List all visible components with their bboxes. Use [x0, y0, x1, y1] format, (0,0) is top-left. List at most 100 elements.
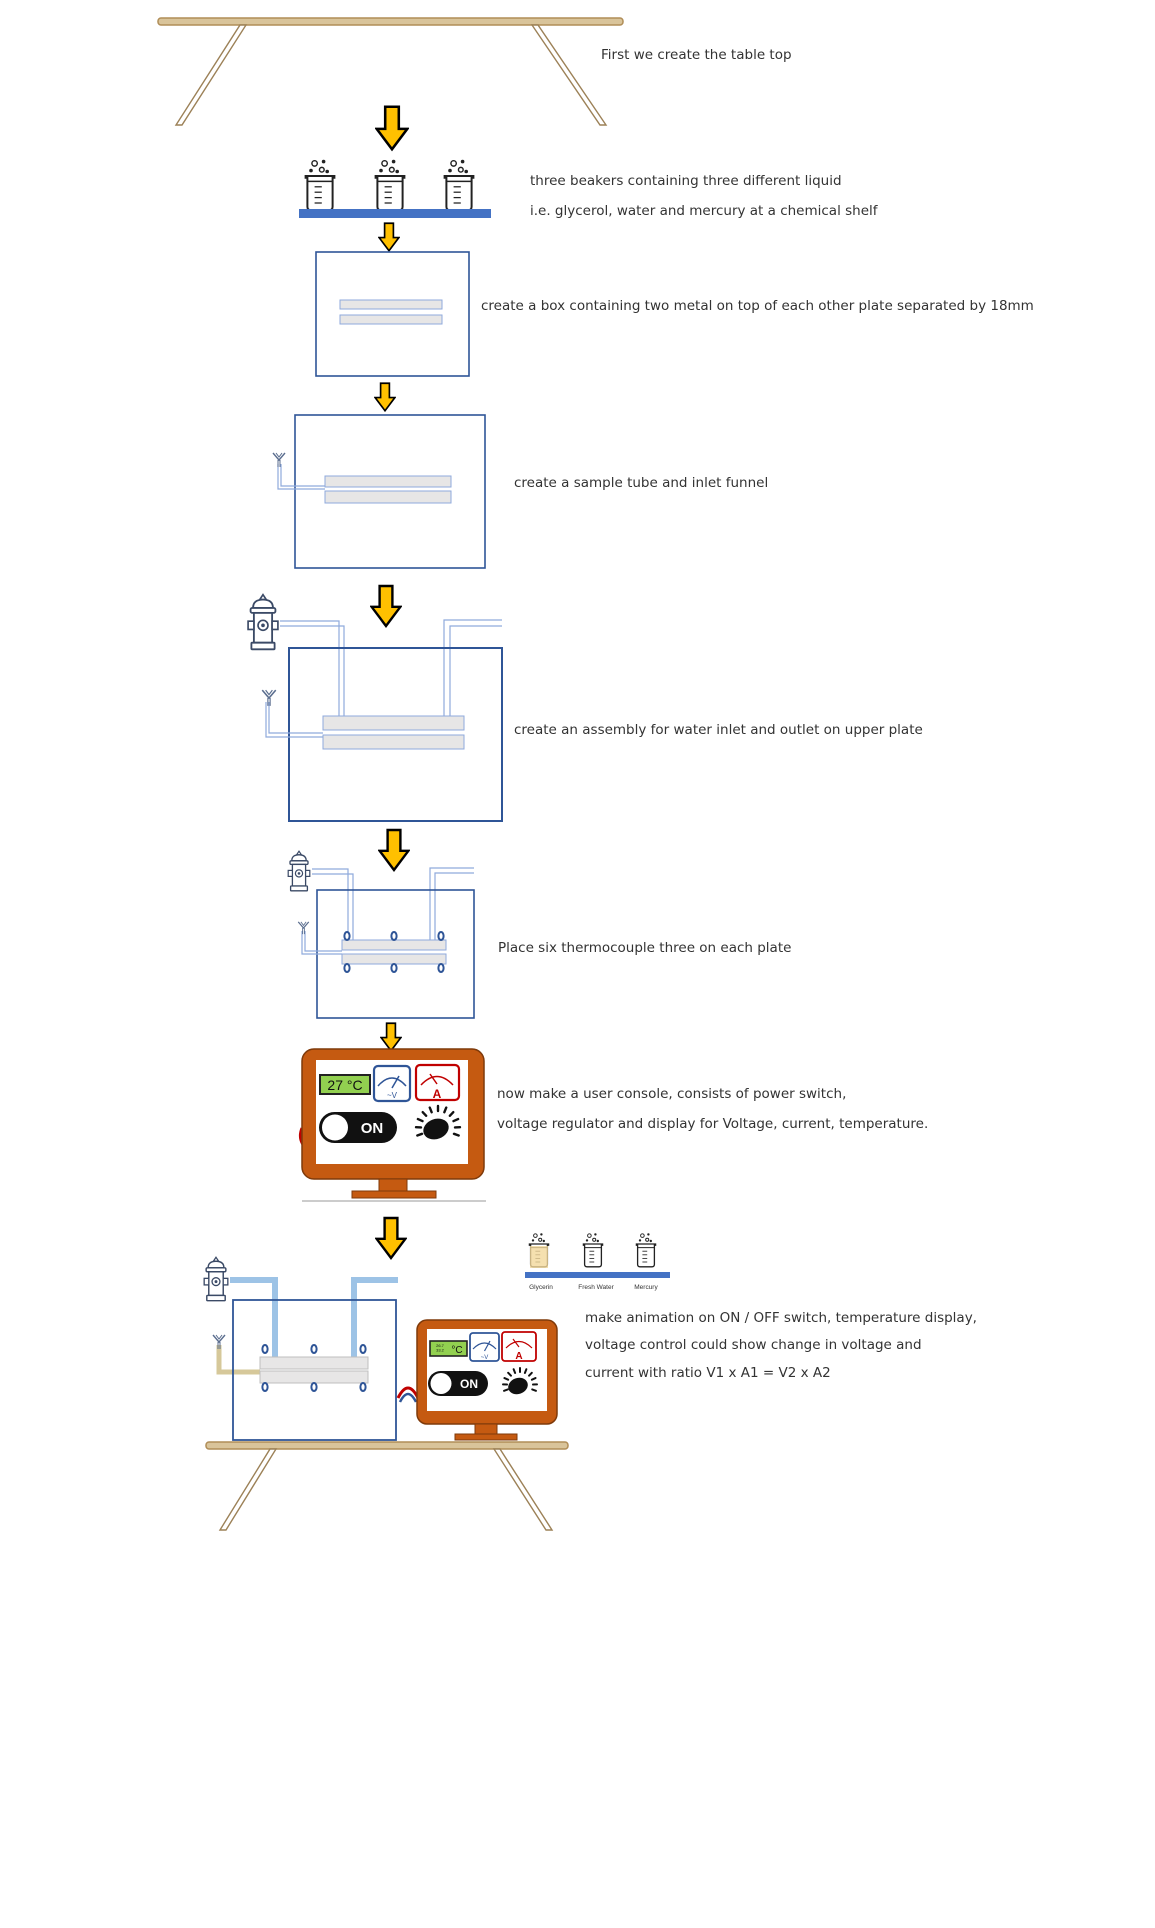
step-7-note-a: now make a user console, consists of pow… — [497, 1086, 846, 1102]
upper-plate — [324, 475, 452, 488]
box-outline — [315, 251, 470, 377]
arrow-down-icon — [374, 382, 396, 412]
water-inlet-pipe — [280, 620, 345, 716]
monitor-stand-base — [351, 1190, 437, 1199]
upper-plate — [322, 715, 465, 731]
arrow-down-icon — [378, 222, 400, 252]
fire-hydrant-icon — [203, 1256, 229, 1302]
voltmeter-icon[interactable]: ~V — [372, 1064, 412, 1103]
knob-tick — [452, 1132, 460, 1137]
ammeter-label: A — [515, 1351, 522, 1362]
thermocouple-icon — [261, 1382, 269, 1392]
knob-tick — [448, 1110, 455, 1117]
shelf-label-water: Fresh Water — [578, 1284, 614, 1291]
arrow-down-icon — [375, 1216, 407, 1260]
thermocouple-icon — [261, 1344, 269, 1354]
step-5-note: create an assembly for water inlet and o… — [514, 722, 923, 738]
ammeter-label: A — [433, 1087, 442, 1101]
step-7-note-b: voltage regulator and display for Voltag… — [497, 1116, 928, 1132]
thermocouple-icon — [359, 1382, 367, 1392]
temperature-display[interactable] — [319, 1074, 371, 1095]
voltmeter-label: ~V — [481, 1355, 489, 1361]
step-3-note: create a box containing two metal on top… — [481, 298, 1034, 314]
power-switch-icon[interactable]: ON — [319, 1112, 397, 1143]
lower-plate — [259, 1370, 369, 1384]
arrow-down-icon — [380, 1022, 402, 1052]
step-2-note-b: i.e. glycerol, water and mercury at a ch… — [530, 203, 879, 219]
sample-tube — [301, 931, 342, 955]
knob-tick — [503, 1377, 510, 1381]
lower-plate — [339, 314, 443, 325]
lower-plate — [324, 490, 452, 504]
funnel-icon — [272, 452, 286, 468]
thermocouple-icon — [343, 963, 351, 973]
knob-tick — [503, 1388, 509, 1392]
ammeter-icon[interactable]: A — [501, 1331, 537, 1362]
arrow-down-icon — [375, 105, 409, 151]
step-3-box: create a box containing two metal on top… — [315, 251, 1034, 377]
knob-icon[interactable] — [414, 1104, 462, 1143]
step-2-beakers: three beakers containing three different… — [299, 158, 879, 219]
small-temp-unit: °C — [451, 1345, 462, 1356]
knob-tick — [507, 1371, 512, 1377]
thermocouples — [261, 1344, 367, 1392]
knob-tick — [530, 1377, 537, 1381]
fire-hydrant-icon — [247, 593, 279, 651]
knob-tick — [443, 1106, 448, 1114]
knob-tick — [452, 1117, 460, 1123]
step-6-box: Place six thermocouple three on each pla… — [287, 850, 791, 1019]
power-switch-label: ON — [460, 1377, 478, 1391]
ammeter-icon[interactable]: A — [414, 1063, 461, 1102]
knob-tick — [416, 1132, 424, 1137]
arrow-down-icon — [370, 584, 402, 628]
step-7-console: 27 °C ~V A ON now make a user console, c… — [298, 1048, 928, 1202]
beaker-icon — [582, 1232, 604, 1268]
thermocouple-icon — [437, 963, 445, 973]
step-8-assembly: Glycerin Fresh Water Mercury — [203, 1232, 977, 1531]
sample-tube — [216, 1345, 260, 1375]
thermocouple-icon — [390, 931, 398, 941]
table-leg-left — [218, 1448, 278, 1531]
mini-shelf-bar — [525, 1272, 670, 1278]
signal-wire-blue — [398, 1392, 418, 1403]
knob-icon[interactable] — [502, 1367, 538, 1397]
table-leg-right — [492, 1448, 554, 1531]
thermocouple-icon — [310, 1344, 318, 1354]
arrow-down-icon — [378, 828, 410, 872]
box-outline — [288, 647, 503, 822]
step-1-note: First we create the table top — [601, 47, 792, 63]
knob-tick — [421, 1110, 428, 1117]
upper-plate — [339, 299, 443, 310]
knob-tick — [512, 1368, 517, 1374]
fire-hydrant-icon — [287, 850, 311, 892]
water-outlet-pipe — [351, 1277, 398, 1357]
thermocouple-icon — [359, 1344, 367, 1354]
sample-tube — [277, 464, 325, 490]
box-outline — [232, 1299, 397, 1441]
knob-tick — [428, 1106, 433, 1114]
shelf-label-glycerin: Glycerin — [529, 1284, 553, 1291]
water-outlet-pipe — [429, 867, 474, 940]
table-leg-left — [174, 24, 248, 126]
knob-tick — [416, 1117, 424, 1123]
power-switch-label: ON — [361, 1120, 384, 1137]
step-4-note: create a sample tube and inlet funnel — [514, 475, 768, 491]
mini-chemical-shelf: Glycerin Fresh Water Mercury — [525, 1232, 670, 1291]
table-top — [157, 17, 624, 26]
upper-plate — [259, 1356, 369, 1370]
temperature-display[interactable] — [429, 1340, 468, 1357]
water-inlet-pipe — [312, 868, 354, 940]
water-inlet-pipe — [230, 1277, 278, 1357]
thermocouple-icon — [343, 931, 351, 941]
power-switch-icon[interactable]: ON — [428, 1371, 488, 1396]
thermocouples — [343, 931, 445, 973]
knob-tick — [531, 1388, 537, 1392]
table-top — [205, 1441, 569, 1450]
voltmeter-icon[interactable]: ~V — [469, 1332, 500, 1362]
lower-plate — [322, 734, 465, 750]
knob-tick — [523, 1368, 528, 1374]
knob-tick — [528, 1371, 533, 1377]
voltmeter-label: ~V — [387, 1091, 398, 1100]
